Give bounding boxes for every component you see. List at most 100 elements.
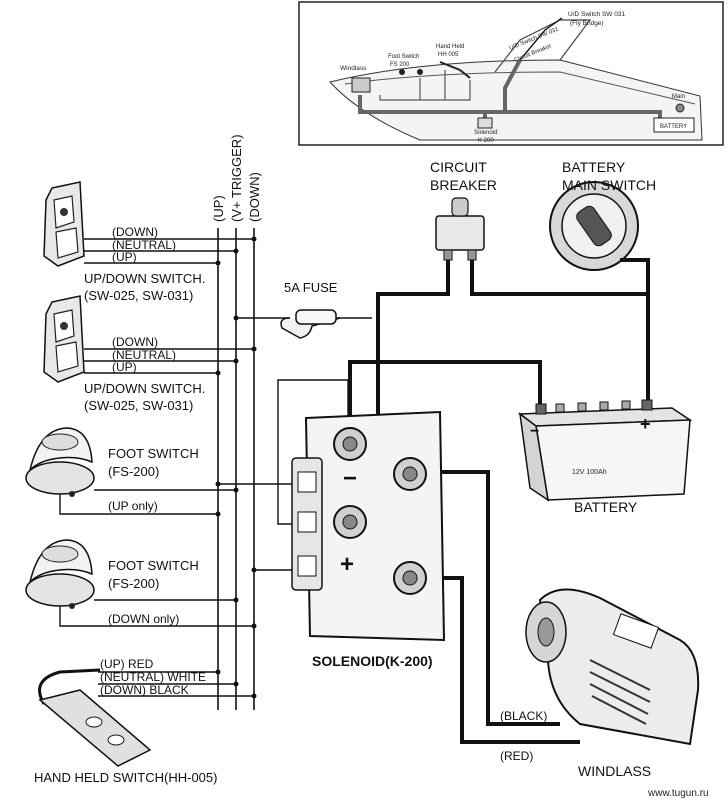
inset-solenoid: [477, 117, 493, 129]
foot-switch-1-wire-up: [59, 494, 218, 515]
junction: [233, 315, 239, 321]
inset-label-hand-held: Hand Held: [436, 44, 464, 50]
inset-label-fs200: FS 200: [390, 62, 410, 68]
coil-terminal-2: [297, 511, 317, 533]
windlass-vents: [589, 659, 651, 725]
coil-terminal-3: [297, 555, 317, 577]
solenoid-k200: − + SOLENOID(K-200): [291, 410, 446, 669]
foot-switch-1-screw: [69, 491, 75, 497]
battery-minus-sign: −: [530, 423, 539, 440]
junction: [251, 567, 257, 573]
battery-cap: [599, 401, 609, 411]
solenoid-label: SOLENOID(K-200): [312, 653, 433, 669]
inset-main-cable: [358, 59, 662, 120]
main-switch-knob: [576, 205, 612, 247]
battery-terminal-plus: [641, 399, 653, 411]
breaker-terminal-left: [443, 249, 453, 261]
switch-1-down-label: (DOWN): [112, 225, 158, 239]
inset-foot-switch-1: [399, 69, 405, 75]
main-switch-label-2: MAIN SWITCH: [562, 177, 656, 193]
hand-held-button-down: [107, 734, 125, 746]
switch-2-up-label: (UP): [112, 360, 137, 374]
battery-cap: [555, 403, 565, 413]
inset-hand-held: [439, 61, 471, 79]
foot-switch-2-title: FOOT SWITCH: [108, 558, 199, 573]
foot-switch-1-model: (FS-200): [108, 464, 159, 479]
battery-main-switch: BATTERY MAIN SWITCH: [549, 159, 656, 271]
battery-side: [519, 412, 550, 502]
solenoid-plus-post-nut: [342, 514, 358, 530]
junction: [251, 623, 257, 629]
inset-label-battery: BATTERY: [660, 124, 687, 130]
foot-switch-1-pad: [41, 433, 79, 451]
inset-main-switch: [675, 103, 685, 113]
inset-windlass: [351, 77, 371, 93]
junction: [233, 248, 239, 254]
battery-plus-sign: +: [640, 414, 651, 434]
solenoid-to-windlass-black: [412, 470, 560, 726]
battery-front: [535, 419, 691, 501]
junction: [251, 346, 257, 352]
inset-fly-wire: [519, 17, 563, 61]
foot-switch-2: FOOT SWITCH (FS-200) (DOWN only): [25, 539, 257, 629]
up-down-switch-1: (DOWN) (NEUTRAL) (UP) UP/DOWN SWITCH. (S…: [43, 181, 257, 303]
circuit-breaker: CIRCUIT BREAKER: [430, 159, 497, 261]
windlass-black-label: (BLACK): [500, 709, 547, 723]
inset-label-fly-bridge: (Fly Bridge): [570, 20, 604, 27]
inset-label-hh005: HH 005: [438, 52, 459, 58]
junction: [233, 487, 239, 493]
foot-switch-1-title: FOOT SWITCH: [108, 446, 199, 461]
switch-1-lower: [55, 227, 79, 259]
foot-switch-2-wire-down: [59, 606, 254, 627]
switch-2-lower: [55, 341, 79, 373]
foot-switch-1-base: [25, 461, 95, 495]
windlass-red-label: (RED): [500, 749, 533, 763]
solenoid-body: [304, 410, 446, 642]
fuse-holder: [280, 317, 341, 339]
breaker-label-2: BREAKER: [430, 177, 497, 193]
foot-switch-1-wire-label: (UP only): [108, 499, 158, 513]
foot-switch-2-model: (FS-200): [108, 576, 159, 591]
junction: [215, 260, 221, 266]
fuse-5a: 5A FUSE: [280, 280, 372, 339]
inset-label-solenoid: Solenoid: [474, 130, 497, 136]
solenoid-minus-sign: −: [343, 465, 357, 492]
junction: [215, 370, 221, 376]
fuse-body: [295, 309, 337, 325]
switch-2-title: UP/DOWN SWITCH.: [84, 381, 205, 396]
inset-label-ud-switch: U/D Switch SW 031: [568, 11, 625, 18]
breaker-body: [435, 215, 485, 251]
junction: [215, 481, 221, 487]
hand-held-neutral-label: (NEUTRAL) WHITE: [100, 670, 206, 684]
inset-label-k200: K 200: [478, 138, 494, 144]
hand-held-up-label: (UP) RED: [100, 657, 154, 671]
foot-switch-2-wire-label: (DOWN only): [108, 612, 179, 626]
coil-terminal-1: [297, 471, 317, 493]
battery-minus-to-solenoid-cable: [348, 360, 542, 432]
switch-1-models: (SW-025, SW-031): [84, 288, 193, 303]
junction: [215, 669, 221, 675]
hand-held-title: HAND HELD SWITCH(HH-005): [34, 770, 217, 785]
bus-vtrigger-label: (V+ TRIGGER): [229, 134, 244, 222]
foot-switch-2-base: [25, 573, 95, 607]
battery-cap: [577, 402, 587, 412]
switch-1-title: UP/DOWN SWITCH.: [84, 271, 205, 286]
breaker-to-mainswitch-cable: [470, 258, 650, 296]
windlass: (BLACK) (RED) WINDLASS: [500, 588, 700, 779]
switch-2-neutral-label: (NEUTRAL): [112, 348, 176, 362]
windlass-label: WINDLASS: [578, 763, 651, 779]
up-down-switch-2: (DOWN) (NEUTRAL) (UP) UP/DOWN SWITCH. (S…: [43, 295, 257, 413]
fuse-label: 5A FUSE: [284, 280, 338, 295]
switch-1-up-label: (UP): [112, 250, 137, 264]
inset-boat-layout: U/D Switch SW 031 (Fly Bridge) U/D Switc…: [298, 1, 724, 146]
inset-foot-switch-2: [417, 69, 423, 75]
solenoid-plus-sign: +: [340, 551, 354, 578]
inset-battery: [653, 117, 695, 133]
inset-label-main: Main: [672, 94, 685, 100]
breaker-label-1: CIRCUIT: [430, 159, 487, 175]
junction: [215, 511, 221, 517]
main-switch-label-1: BATTERY: [562, 159, 626, 175]
breaker-terminal-right: [467, 249, 477, 261]
battery: − + 12V 100Ah BATTERY: [517, 399, 693, 515]
